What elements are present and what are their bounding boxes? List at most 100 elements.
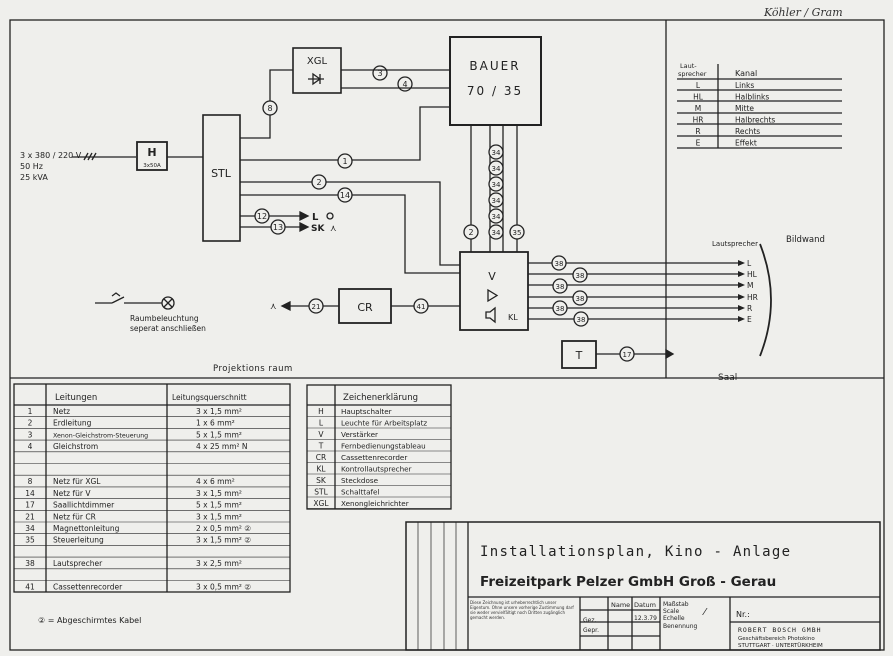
cable-spec: 3 x 2,5 mm² (196, 559, 242, 568)
bauer-model: 70 / 35 (467, 84, 523, 98)
cable-38-number: 38 (555, 260, 564, 268)
socket-icon: ⋏ (330, 224, 337, 234)
lamp-icon (161, 296, 175, 310)
remote-tableau-label: T (575, 349, 583, 362)
cable-21-arrow (280, 300, 291, 312)
output-lamp-label: L (312, 212, 319, 223)
cable-no: 2 (28, 419, 33, 428)
legend-table (306, 384, 452, 510)
bauer-projector-box (449, 36, 542, 126)
channel-code: HR (693, 116, 704, 125)
cable-4-number: 4 (402, 80, 407, 89)
xgl-label: XGL (307, 56, 328, 67)
legend-code: SK (316, 476, 327, 485)
cable-35-number: 35 (513, 229, 522, 237)
channel-code: E (696, 139, 701, 148)
channel-name: Mitte (735, 104, 754, 113)
scale-label: Maßstab (663, 601, 689, 608)
company-name: ROBERT BOSCH GMBH (738, 626, 822, 634)
room-light-note: Raumbeleuchtung (130, 314, 199, 323)
scale-value-icon: ⁄ (702, 607, 708, 618)
cable-8-marker (262, 100, 278, 116)
cable-17-arrow (665, 348, 675, 360)
channel-header-speaker-2: sprecher (678, 70, 707, 78)
speaker-output-e: E (747, 315, 752, 324)
cable-name: Xenon-Gleichstrom-Steuerung (53, 432, 148, 439)
cable-spec: 3 x 1,5 mm² (196, 489, 242, 498)
cable-34-number: 34 (492, 149, 501, 157)
cable-12-arrow (299, 210, 310, 222)
channel-header-speaker: Laut- (680, 62, 697, 70)
amplifier-icon (487, 288, 499, 303)
cable-3-number: 3 (377, 69, 382, 78)
drawn-by-label: Gez. (583, 617, 596, 624)
main-switch-label: H (147, 146, 156, 159)
title-block (405, 521, 881, 651)
cable-spec: 4 x 6 mm² (196, 477, 235, 486)
cable-12-number: 12 (257, 212, 267, 221)
amplifier-box (459, 251, 529, 331)
cable-12-marker (254, 208, 270, 224)
channel-name: Effekt (735, 139, 757, 148)
drawing-title: Installationsplan, Kino - Anlage (480, 544, 791, 560)
speaker-output-hl: HL (747, 270, 758, 279)
cable-no: 38 (25, 559, 35, 568)
legend-text: Leuchte für Arbeitsplatz (341, 419, 427, 428)
legend-code: T (318, 442, 324, 451)
legend-code: H (318, 407, 324, 416)
cable-spec: 3 x 1,5 mm² ② (196, 536, 251, 545)
channel-code: L (696, 81, 701, 90)
cable-table-header-cross: Leitungsquerschnitt (172, 393, 247, 402)
screen-curve (759, 243, 772, 357)
cable-2-marker (311, 174, 327, 190)
channel-table (677, 64, 842, 149)
copyright-note: Diese Zeichnung ist urheberrechtlich uns… (470, 600, 574, 620)
cable-41-marker (413, 298, 429, 314)
amplifier-label: V (488, 270, 496, 283)
lamp-cross (163, 298, 173, 308)
channel-name: Links (735, 81, 754, 90)
legend-text: Hauptschalter (341, 407, 392, 416)
cable-38-number: 38 (577, 316, 586, 324)
cable-name: Steuerleitung (53, 536, 104, 545)
speaker-line-arrows (738, 260, 745, 322)
cable-no: 14 (25, 489, 35, 498)
legend-text: Fernbedienungstableau (341, 442, 426, 451)
cable-name: Gleichstrom (53, 442, 98, 451)
cassette-recorder-label: CR (357, 301, 373, 314)
cable-name: Netz (53, 407, 70, 416)
three-phase-mark (83, 152, 97, 161)
speaker-output-r: R (747, 304, 752, 313)
cable-no: 1 (28, 407, 33, 416)
cable-name: Cassettenrecorder (53, 583, 123, 592)
company-department: Geschäftsbereich Photokino (738, 636, 815, 642)
cable-34-number: 34 (492, 229, 501, 237)
speaker-line-markers (551, 255, 589, 327)
cable-no: 17 (25, 501, 35, 510)
cable-spec: 5 x 1,5 mm² (196, 501, 242, 510)
cable-2-number: 2 (316, 178, 321, 187)
cable-34-number: 34 (492, 213, 501, 221)
monitor-speaker-icon (485, 306, 496, 324)
hall-label: Saal (718, 373, 737, 383)
cable-1-number: 1 (342, 157, 347, 166)
cable-name: Netz für V (53, 489, 91, 498)
cable-spec: 3 x 1,5 mm² (196, 512, 242, 521)
cable-1-marker (337, 153, 353, 169)
cable-14-line (240, 194, 460, 274)
cable-2-earth-marker (463, 224, 479, 240)
cable-no: 4 (28, 442, 33, 451)
legend-code: XGL (313, 499, 329, 508)
channel-name: Rechts (735, 127, 760, 136)
cable-no: 34 (25, 524, 35, 533)
cable-21-number: 21 (312, 303, 321, 311)
cable-34-number: 34 (492, 165, 501, 173)
cable-2-earth-number: 2 (468, 228, 473, 237)
cable-38-number: 38 (556, 305, 565, 313)
speaker-output-hr: HR (747, 293, 758, 302)
legend-code: STL (314, 488, 328, 497)
drawing-subtitle: Freizeitpark Pelzer GmbH Groß - Gerau (480, 574, 776, 590)
cable-spec: 2 x 0,5 mm² ② (196, 524, 251, 533)
cable-13-arrow (299, 221, 310, 233)
